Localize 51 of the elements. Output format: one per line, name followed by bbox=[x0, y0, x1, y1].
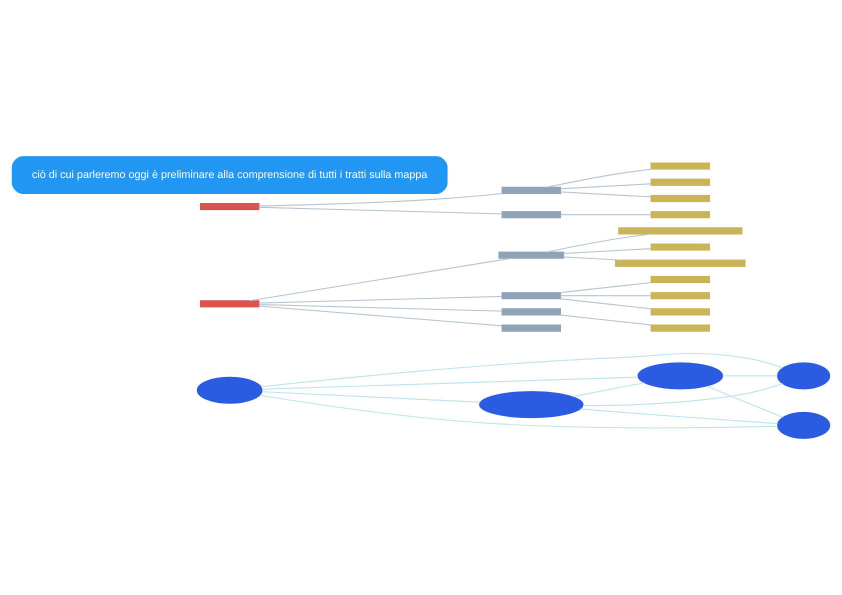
connector bbox=[564, 256, 622, 261]
node-bar bbox=[650, 308, 710, 316]
node-bar bbox=[650, 243, 710, 251]
connector bbox=[560, 298, 651, 310]
node-bar bbox=[502, 308, 561, 316]
node-bar bbox=[615, 260, 746, 267]
node-bar bbox=[200, 300, 260, 308]
node-bar bbox=[650, 162, 710, 170]
node-bar bbox=[502, 211, 561, 218]
connector bbox=[260, 394, 778, 428]
connector bbox=[560, 314, 651, 326]
connector bbox=[560, 282, 651, 294]
connector bbox=[706, 386, 784, 418]
connector bbox=[258, 192, 502, 207]
node-ellipse bbox=[638, 362, 724, 390]
connector bbox=[259, 296, 502, 304]
connector bbox=[546, 168, 652, 188]
node-bar bbox=[200, 202, 260, 210]
connector bbox=[262, 391, 480, 403]
connector bbox=[259, 206, 502, 214]
connector bbox=[250, 258, 511, 302]
node-bar bbox=[502, 292, 561, 300]
node-ellipse bbox=[479, 391, 584, 418]
connector bbox=[560, 214, 651, 216]
connector bbox=[564, 248, 651, 254]
node-bar bbox=[650, 292, 710, 300]
connector bbox=[260, 352, 783, 388]
node-bar bbox=[502, 324, 561, 332]
node-box: ciò di cui parleremo oggi è preliminare alla comprensione di tutti i tratti sulla mappa bbox=[12, 156, 448, 194]
connector bbox=[560, 191, 651, 198]
node-bar bbox=[650, 178, 710, 186]
node-bar bbox=[650, 211, 710, 218]
node-bar bbox=[650, 194, 710, 202]
connector bbox=[560, 183, 651, 190]
connector bbox=[259, 306, 502, 326]
node-bar bbox=[618, 227, 742, 234]
node-ellipse bbox=[777, 412, 830, 439]
node-ellipse bbox=[196, 376, 263, 404]
node-bar bbox=[502, 186, 561, 194]
connector bbox=[572, 382, 644, 398]
node-bar bbox=[650, 276, 710, 284]
node-bar bbox=[650, 324, 710, 332]
connector bbox=[580, 408, 778, 424]
connector bbox=[560, 295, 651, 296]
connector bbox=[582, 383, 783, 406]
connector bbox=[259, 304, 502, 312]
node-bar bbox=[498, 252, 564, 259]
connector bbox=[722, 375, 778, 376]
node-ellipse bbox=[777, 362, 830, 390]
connector bbox=[262, 376, 638, 390]
connector bbox=[546, 234, 652, 253]
